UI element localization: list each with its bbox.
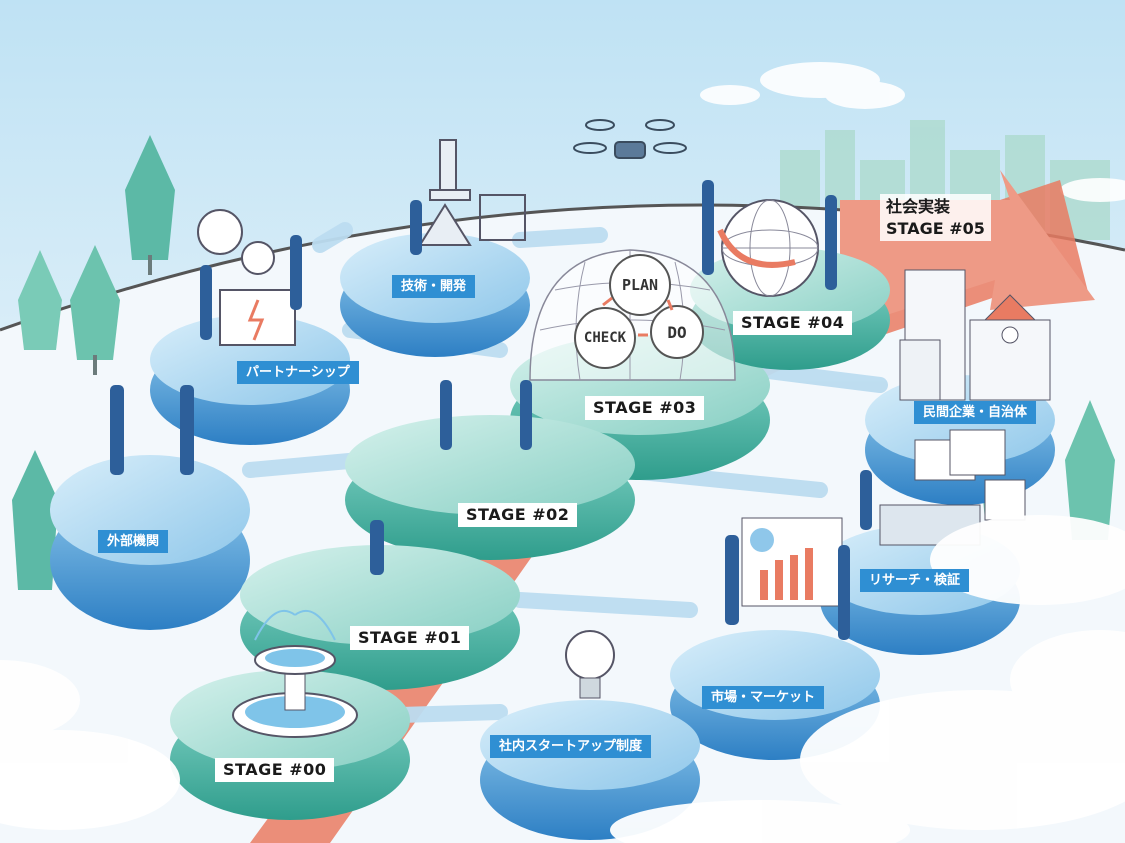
- lab-equipment: [418, 139, 526, 246]
- clouds-bottom: [0, 515, 1125, 843]
- do-circle: [650, 305, 704, 359]
- node-startup: 社内スタートアップ制度: [490, 735, 652, 758]
- stage-00-label: STAGE #00: [215, 758, 335, 782]
- buildings: [899, 269, 1051, 401]
- check-circle: [574, 307, 636, 369]
- stage-03-label: STAGE #03: [585, 396, 705, 420]
- fountain: [232, 609, 358, 738]
- people: [110, 180, 872, 640]
- stage-05-title: 社会実装: [886, 197, 951, 216]
- plan-circle: [609, 254, 671, 316]
- stage-05-number: STAGE #05: [886, 218, 985, 238]
- globe-arrow: [717, 228, 796, 268]
- cycle-arrow-1: [666, 299, 674, 311]
- stage-01-label: STAGE #01: [350, 626, 470, 650]
- node-partnership: パートナーシップ: [237, 361, 359, 384]
- clouds-top: [700, 62, 1125, 202]
- trees-left: [12, 135, 175, 590]
- stage-05-label: 社会実装 STAGE #05: [880, 194, 991, 242]
- cycle-arrow-3: [602, 296, 613, 307]
- research-screens: [879, 429, 1026, 546]
- stage-02-label: STAGE #02: [458, 503, 578, 527]
- chart-board: [741, 517, 843, 607]
- cycle-check: CHECK: [583, 330, 627, 346]
- gears: [197, 209, 296, 346]
- cycle-plan: PLAN: [621, 276, 659, 294]
- lightbulb: [565, 630, 615, 699]
- stage-04-label: STAGE #04: [733, 311, 853, 335]
- cycle-do: DO: [667, 323, 687, 342]
- node-market: 市場・マーケット: [702, 686, 825, 709]
- drone: [573, 119, 687, 159]
- node-research: リサーチ・検証: [860, 569, 970, 592]
- node-private: 民間企業・自治体: [914, 401, 1037, 424]
- node-external: 外部機関: [98, 530, 169, 553]
- node-tech: 技術・開発: [392, 275, 476, 298]
